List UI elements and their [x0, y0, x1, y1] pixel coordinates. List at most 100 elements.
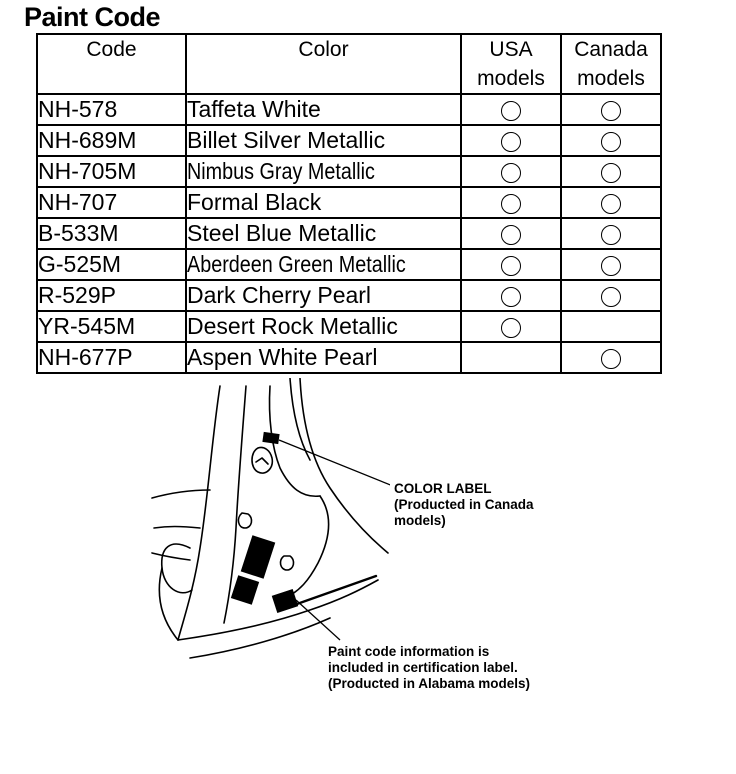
callout-cert-label-line2: included in certification label.: [328, 660, 518, 675]
pillar-right-edge: [268, 385, 321, 497]
body-panel-left-3: [151, 552, 191, 561]
header-code: Code: [36, 33, 187, 95]
canada-availability-cell: [560, 279, 662, 312]
header-canada-line2: models: [577, 67, 645, 90]
color-name-cell: Nimbus Gray Metallic: [185, 155, 462, 188]
paint-code-cell: YR-545M: [36, 310, 187, 343]
usa-availability-cell: [460, 155, 562, 188]
body-arch-2: [158, 567, 179, 641]
color-name-cell: Taffeta White: [185, 93, 462, 126]
usa-availability-cell: [460, 93, 562, 126]
color-label-canada: [262, 431, 280, 445]
header-usa-line1: USA: [489, 38, 533, 61]
available-circle-icon: [501, 255, 521, 276]
door-jamb-diagram: [151, 378, 390, 659]
canada-availability-cell: [560, 155, 662, 188]
door-edge-right-2: [289, 378, 311, 461]
paint-code-cell: NH-689M: [36, 124, 187, 157]
body-panel-left: [151, 489, 211, 499]
hinge-outline-2: [279, 555, 295, 571]
available-circle-icon: [501, 100, 521, 121]
canada-availability-cell: [560, 93, 662, 126]
color-name-text: Taffeta White: [187, 96, 321, 122]
paint-code-cell: B-533M: [36, 217, 187, 250]
striker-outline: [251, 446, 274, 474]
header-usa-line2: models: [477, 67, 545, 90]
available-circle-icon: [601, 348, 621, 369]
callout-color-label-line3: models): [394, 513, 446, 528]
available-circle-icon: [601, 224, 621, 245]
color-name-cell: Dark Cherry Pearl: [185, 279, 462, 312]
usa-availability-cell: [460, 186, 562, 219]
available-circle-icon: [601, 255, 621, 276]
header-usa: USA models: [460, 33, 562, 95]
color-name-text: Dark Cherry Pearl: [187, 282, 372, 308]
available-circle-icon: [501, 224, 521, 245]
paint-code-cell: R-529P: [36, 279, 187, 312]
canada-availability-cell: [560, 248, 662, 281]
header-color: Color: [185, 33, 462, 95]
door-frame-edge: [279, 495, 330, 601]
canada-availability-cell: [560, 124, 662, 157]
callout-color-label-line1: COLOR LABEL: [394, 481, 492, 496]
callout-cert-label-line1: Paint code information is: [328, 644, 490, 659]
paint-code-cell: NH-705M: [36, 155, 187, 188]
usa-availability-cell: [460, 310, 562, 343]
color-name-text: Desert Rock Metallic: [187, 313, 398, 339]
color-name-text: Aberdeen Green Metallic: [187, 251, 406, 277]
usa-availability-cell: [460, 341, 562, 374]
cert-label-lower: [230, 575, 260, 605]
callout-color-label-line2: (Producted in Canada: [394, 497, 534, 512]
color-name-cell: Formal Black: [185, 186, 462, 219]
paint-code-cell: NH-677P: [36, 341, 187, 374]
striker-detail: [255, 457, 269, 465]
color-name-text: Billet Silver Metallic: [187, 127, 386, 153]
usa-availability-cell: [460, 124, 562, 157]
page-title: Paint Code: [24, 2, 161, 32]
available-circle-icon: [501, 193, 521, 214]
pillar-inner-edge: [223, 385, 247, 624]
color-name-text: Aspen White Pearl: [187, 344, 378, 370]
usa-availability-cell: [460, 279, 562, 312]
canada-availability-cell: [560, 217, 662, 250]
color-name-cell: Billet Silver Metallic: [185, 124, 462, 157]
available-circle-icon: [501, 286, 521, 307]
sill-edge: [177, 579, 379, 641]
body-arch: [161, 543, 193, 594]
available-circle-icon: [501, 317, 521, 338]
available-circle-icon: [501, 162, 521, 183]
pillar-outer-edge: [177, 385, 221, 641]
available-circle-icon: [601, 286, 621, 307]
color-name-cell: Aspen White Pearl: [185, 341, 462, 374]
available-circle-icon: [501, 131, 521, 152]
paint-code-cell: NH-707: [36, 186, 187, 219]
header-canada-line1: Canada: [574, 38, 648, 61]
color-name-text: Steel Blue Metallic: [187, 220, 377, 246]
hinge-outline: [237, 512, 253, 529]
callout-cert-label-line3: (Producted in Alabama models): [328, 676, 531, 691]
color-name-cell: Steel Blue Metallic: [185, 217, 462, 250]
callout-cert-label: Paint code information is included in ce…: [328, 644, 530, 692]
paint-code-table: Code Color USA models Canada models NH-5…: [36, 33, 662, 374]
sill-edge-2: [189, 617, 331, 659]
canada-availability-cell: [560, 341, 662, 374]
available-circle-icon: [601, 162, 621, 183]
color-name-text: Nimbus Gray Metallic: [187, 158, 375, 184]
door-edge-right: [299, 378, 389, 554]
table-header-row: Code Color USA models Canada models: [36, 33, 662, 95]
usa-availability-cell: [460, 248, 562, 281]
available-circle-icon: [601, 131, 621, 152]
canada-availability-cell: [560, 186, 662, 219]
leader-color-label: [278, 439, 390, 486]
color-name-cell: Desert Rock Metallic: [185, 310, 462, 343]
callout-color-label: COLOR LABEL (Producted in Canada models): [394, 481, 534, 529]
paint-code-label: [271, 589, 299, 613]
